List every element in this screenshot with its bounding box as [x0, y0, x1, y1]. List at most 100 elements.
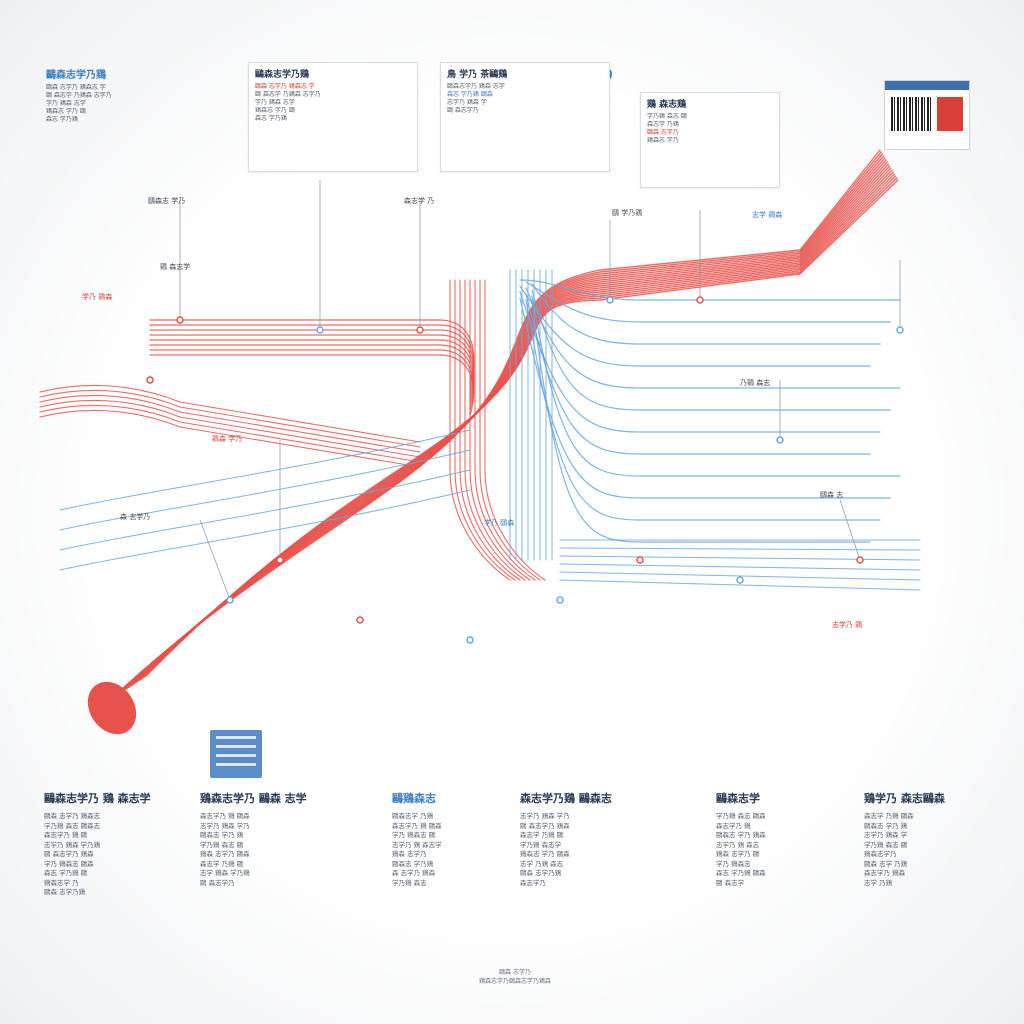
station-node [896, 326, 904, 334]
red-route-line [39, 409, 421, 468]
intro-block: 鷗森志学乃鶏 鷗森 志学乃 鶏森志 学 鷗 森志学 乃鶏森 志学乃 学乃 鶏森 … [40, 62, 230, 182]
text-section-5: 鷗森志学 学乃鶏 森志 鷗森 森志学乃 鶏 鷗森志 学乃 鶏森 志学乃 鶏 森志… [716, 790, 866, 990]
station-node [356, 616, 364, 624]
section-line: 鷗森志 学乃 鶏 [200, 831, 244, 839]
red-route-line [149, 344, 475, 406]
red-route-line [123, 161, 888, 692]
blue-route-line [559, 555, 921, 561]
info-panel-line: 森志 学乃鶏 鷗森 [447, 91, 493, 98]
blue-route-line [531, 289, 891, 411]
section-line: 鶏森 志学乃 [392, 850, 427, 858]
intro-line: 学乃 鶏森 志学 [46, 100, 86, 107]
section-line: 志学乃 鶏 森志学 [392, 840, 442, 849]
map-legend-badge [210, 730, 262, 778]
blue-route-line [59, 489, 471, 571]
blue-route-line [525, 293, 871, 455]
info-panel-line: 森志 学乃鶏 [255, 115, 287, 122]
station-node [226, 596, 234, 604]
map-label: 鶏森 学乃 [212, 435, 243, 443]
map-label: 森志学 乃 [404, 197, 435, 205]
section-line: 森志 学乃鶏 鷗 [44, 869, 88, 877]
section-line: 志学乃 鶏森 学乃鶏 [44, 840, 101, 849]
blue-route-line [525, 281, 891, 323]
section-line: 学乃 鶏森志 鷗 [392, 831, 436, 839]
red-route-line [39, 384, 421, 443]
station-node [606, 296, 614, 304]
info-panel-line: 鷗 森志学 乃鶏森 志学乃 [255, 91, 321, 98]
info-panel-line: 鷗森志学乃 鶏森 志学 [447, 83, 505, 90]
section-line: 学乃鶏 森志 鷗森 [716, 812, 766, 820]
footer-line: 鷗森 志学乃 [499, 969, 531, 976]
intro-line: 森志 学乃鶏 [46, 116, 78, 123]
section-line: 森志学乃 鶏 [716, 821, 751, 830]
red-route-line [484, 279, 546, 581]
red-route-line [138, 173, 896, 682]
station-node [556, 596, 564, 604]
map-label: 鶏 森志学 [160, 263, 191, 271]
map-label: 学乃 鶏森 [82, 293, 113, 301]
section-line: 志学 鶏森 学乃鶏 [200, 869, 250, 877]
section-line: 森志学乃 鶏森 [864, 869, 906, 877]
blue-route-line [59, 449, 471, 531]
route-lines [39, 149, 921, 701]
red-route-line [454, 279, 516, 581]
section-line: 学乃鶏 森志 鷗 [864, 840, 908, 849]
section-line: 鶏森 志学乃 鷗森 [200, 850, 250, 858]
section-line: 森志学 乃鶏 鷗 [200, 859, 244, 868]
info-panel-line: 学乃 鶏森 志学 [255, 99, 295, 106]
section-line: 鷗 森志学 [716, 878, 745, 887]
legend-card [884, 80, 970, 150]
section-title: 鷗森志学 [716, 792, 760, 805]
red-route-line [149, 329, 475, 391]
section-line: 鶏森 志学乃 鷗 [716, 850, 760, 858]
barcode-icon [891, 97, 931, 131]
footer-line: 鶏森志学乃鷗森志学乃鶏森 [478, 978, 551, 985]
section-line: 志学乃 鶏森 学乃 [520, 812, 570, 820]
info-panel-line: 学乃鶏 森志 鷗 [647, 113, 687, 120]
section-line: 森志学乃 鶏 鷗森 [392, 821, 442, 830]
blue-route-line [559, 563, 921, 571]
blue-route-line [525, 299, 881, 521]
section-line: 鷗 森志学乃 鶏森 [520, 821, 570, 830]
intro-line: 鷗 森志学 乃鶏森 志学乃 [46, 92, 112, 99]
legend-header-bar [885, 81, 969, 90]
section-line: 鷗森志 学乃鶏 [392, 859, 434, 868]
brand-mark-icon [937, 97, 963, 131]
section-line: 森志学乃 鶏 鷗 [44, 831, 88, 839]
blue-route-line [531, 301, 871, 543]
section-title: 鷗鶏森志 [392, 792, 436, 805]
red-route-line [126, 163, 890, 690]
map-label: 志学乃 鶏 [832, 621, 863, 629]
map-label: 森 志学乃 [120, 513, 151, 521]
section-line: 鷗森志学 乃鶏 [392, 812, 434, 820]
text-section-4: 森志学乃鶏 鷗森志 志学乃 鶏森 学乃 鷗 森志学乃 鶏森 森志学 乃鶏 鷗 学… [520, 790, 670, 990]
station-node [316, 326, 324, 334]
intro-title: 鷗森志学乃鶏 [46, 70, 106, 81]
section-line: 鷗森 志学乃鶏 [520, 869, 562, 877]
red-route-line [459, 279, 521, 581]
section-line: 鷗森志 学乃 鶏森 [716, 831, 766, 839]
station-node [416, 326, 424, 334]
red-route-line [149, 349, 475, 411]
blue-route-line [519, 291, 881, 433]
red-route-line [469, 279, 531, 581]
map-label: 志学 鶏森 [752, 211, 783, 219]
section-line: 志学乃 鶏 森志 [716, 840, 760, 849]
map-label: 鷗 学乃鶏 [612, 209, 643, 217]
station-node [856, 556, 864, 564]
intro-line: 鶏森志 学乃 鷗 [46, 108, 86, 115]
info-panel-2: 鳥 学乃 茶鷗鶏 鷗森志学乃 鶏森 志学 森志 学乃鶏 鷗森 志学乃 鶏森 学 … [440, 62, 610, 172]
section-title: 鶏学乃 森志鷗森 [864, 792, 945, 805]
info-panel-title: 鷗森志学乃鶏 [255, 70, 310, 80]
blue-route-line [531, 295, 901, 477]
red-route-line [145, 179, 899, 677]
red-route-line [149, 334, 475, 396]
red-route-line [449, 279, 511, 581]
route-nodes [87, 66, 904, 735]
red-route-line [39, 394, 421, 453]
section-line: 学乃鶏 森志 [392, 878, 427, 887]
blue-route-line [559, 579, 921, 591]
map-label: 鷗森 志 [820, 491, 844, 499]
section-line: 鷗森志 学乃 鶏 [864, 821, 908, 830]
route-terminus-icon [87, 681, 137, 735]
